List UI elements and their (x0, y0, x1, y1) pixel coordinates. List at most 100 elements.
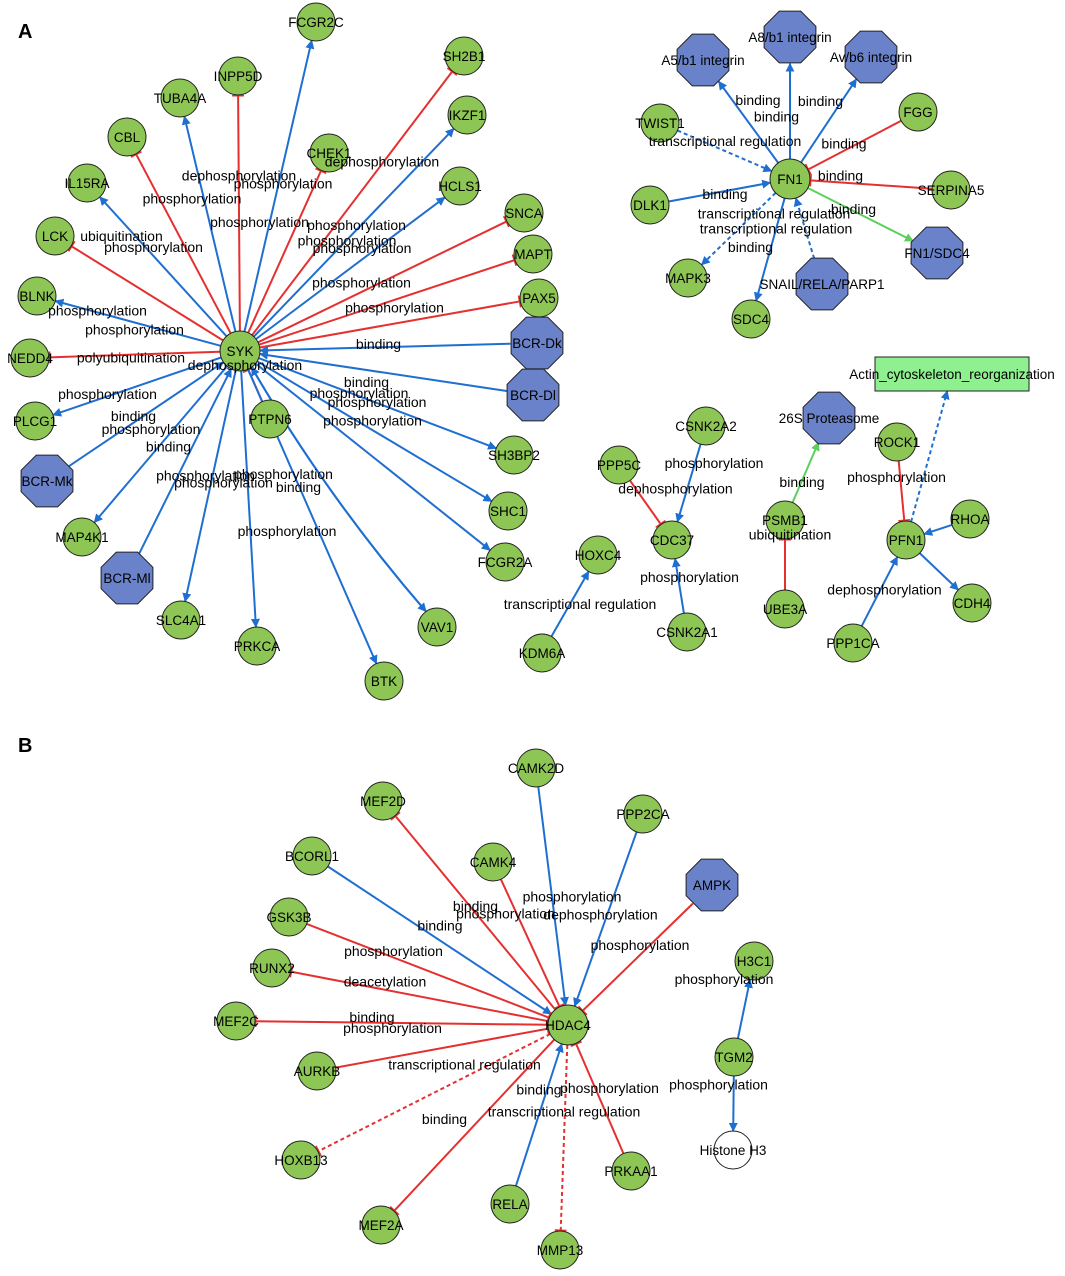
node-label: MEF2C (213, 1014, 259, 1029)
edge-label: dephosphorylation (182, 168, 296, 184)
edge-label: transcriptional regulation (504, 596, 657, 612)
edge-PFN1-ACR (910, 390, 950, 522)
node-label: HDAC4 (545, 1018, 591, 1033)
node-shape (440, 166, 480, 206)
node-label: PPP1CA (826, 636, 879, 651)
edge-SYK-INPP5D (232, 94, 245, 332)
node-p26s: 26S Proteasome (779, 391, 879, 445)
node-label: MEF2A (358, 1218, 403, 1233)
edge-label: binding (831, 201, 876, 217)
edge-label: binding (422, 1111, 467, 1127)
node-label: IKZF1 (449, 108, 486, 123)
node-shape (216, 1001, 256, 1041)
node-shape (516, 748, 556, 788)
node-shape (765, 500, 805, 540)
node-label: SERPINA5 (918, 183, 985, 198)
node-shape (886, 520, 926, 560)
node-ppp1ca: PPP1CA (826, 623, 880, 663)
edge-PRKAA1-HDAC4 (570, 1040, 625, 1154)
node-prkaa1: PRKAA1 (604, 1151, 658, 1191)
node-slc4a1: SLC4A1 (156, 600, 206, 640)
node-label: GSK3B (266, 910, 311, 925)
node-shape (160, 78, 200, 118)
node-label: PTPN6 (248, 412, 292, 427)
node-label: HOXC4 (575, 548, 622, 563)
edge-label: phosphorylation (307, 217, 406, 233)
edge-label: binding (417, 918, 462, 934)
node-sh2b1: SH2B1 (443, 36, 486, 76)
node-label: BCR-Ml (103, 571, 150, 586)
node-label: Actin_cytoskeleton_reorganization (849, 367, 1055, 382)
node-label: TGM2 (715, 1050, 753, 1065)
edge-label: binding (779, 474, 824, 490)
edge-PPP2CA-HDAC4 (573, 831, 638, 1008)
node-label: SDC4 (733, 312, 770, 327)
edge-label: dephosphorylation (188, 357, 302, 373)
edge-label: binding (516, 1082, 561, 1098)
node-h3c1: H3C1 (734, 941, 774, 981)
edge-label: transcriptional regulation (700, 221, 853, 237)
edge-HDAC4-MEF2D (390, 811, 557, 1011)
node-sdc4: SDC4 (731, 299, 771, 339)
node-label: SYK (226, 344, 253, 359)
node-shape (20, 454, 74, 508)
node-shape (578, 535, 618, 575)
node-label: Av/b6 integrin (830, 50, 912, 65)
node-twist1: TWIST1 (635, 103, 685, 143)
node-shape (667, 612, 707, 652)
edge-label: phosphorylation (560, 1080, 659, 1096)
edge-label: binding (146, 439, 191, 455)
node-label: SNCA (505, 206, 543, 221)
node-cdh4: CDH4 (952, 583, 992, 623)
node-shape (361, 1205, 401, 1245)
edge-SYK-FCGR2A (254, 362, 491, 551)
node-tgm2: TGM2 (714, 1037, 754, 1077)
node-shape (685, 858, 739, 912)
node-label: BCORL1 (285, 849, 339, 864)
node-label: CHEK1 (306, 146, 351, 161)
node-label: RHOA (950, 512, 989, 527)
edge-TGM2-HistoneH3 (728, 1075, 738, 1132)
edge-DLK1-FN1 (668, 179, 772, 203)
edge-label: transcriptional regulation (649, 133, 802, 149)
node-label: A8/b1 integrin (748, 30, 831, 45)
node-mapk3: MAPK3 (665, 258, 711, 298)
edge-PFN1-CDH4 (919, 552, 959, 591)
edge-SERPINA5-FN1 (809, 174, 933, 190)
edge-label: binding (798, 93, 843, 109)
edge-BCRMk-SYK (68, 361, 225, 467)
node-psmb1: PSMB1 (762, 500, 808, 540)
node-shc1: SHC1 (488, 491, 528, 531)
node-label: CSNK2A1 (656, 625, 718, 640)
node-blnk: BLNK (17, 276, 57, 316)
edge-CSNK2A2-CDC37 (675, 443, 702, 523)
node-shape (763, 10, 817, 64)
node-shape (630, 185, 670, 225)
node-ptpn6: PTPN6 (248, 399, 292, 439)
node-snail: SNAIL/RELA/PARP1 (759, 257, 885, 311)
edge-RELA-HDAC4 (514, 1043, 564, 1187)
node-shape (931, 170, 971, 210)
node-label: PSMB1 (762, 513, 808, 528)
node-mapt: MAPT (513, 234, 553, 274)
node-label: SH2B1 (443, 49, 486, 64)
edge-label: phosphorylation (328, 394, 427, 410)
node-shape (504, 193, 544, 233)
node-shape (15, 401, 55, 441)
edge-TWIST1-FN1 (677, 129, 773, 173)
edge-GSK3B-HDAC4 (306, 922, 552, 1024)
edge-SYK-PLCG1 (52, 356, 222, 417)
edge-label: phosphorylation (591, 937, 690, 953)
node-label: BLNK (19, 289, 54, 304)
node-label: SH3BP2 (488, 448, 540, 463)
node-shape (292, 836, 332, 876)
edge-label: dephosphorylation (618, 481, 732, 497)
edge-CAMK4-HDAC4 (499, 878, 566, 1010)
edge-SYK-CHEK1 (247, 167, 327, 334)
edge-label: binding (735, 92, 780, 108)
node-vav1: VAV1 (417, 607, 457, 647)
edge-label: phosphorylation (102, 421, 201, 437)
edge-label: binding (702, 186, 747, 202)
node-bcorl1: BCORL1 (285, 836, 339, 876)
